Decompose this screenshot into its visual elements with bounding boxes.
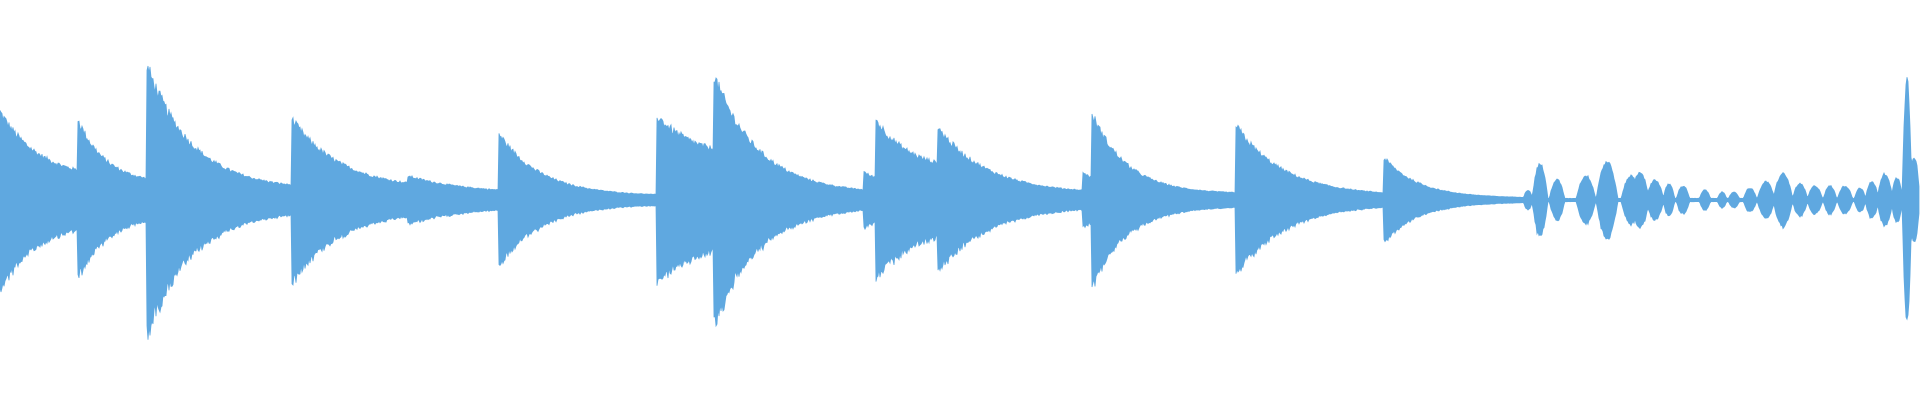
waveform-shape xyxy=(0,65,1920,340)
